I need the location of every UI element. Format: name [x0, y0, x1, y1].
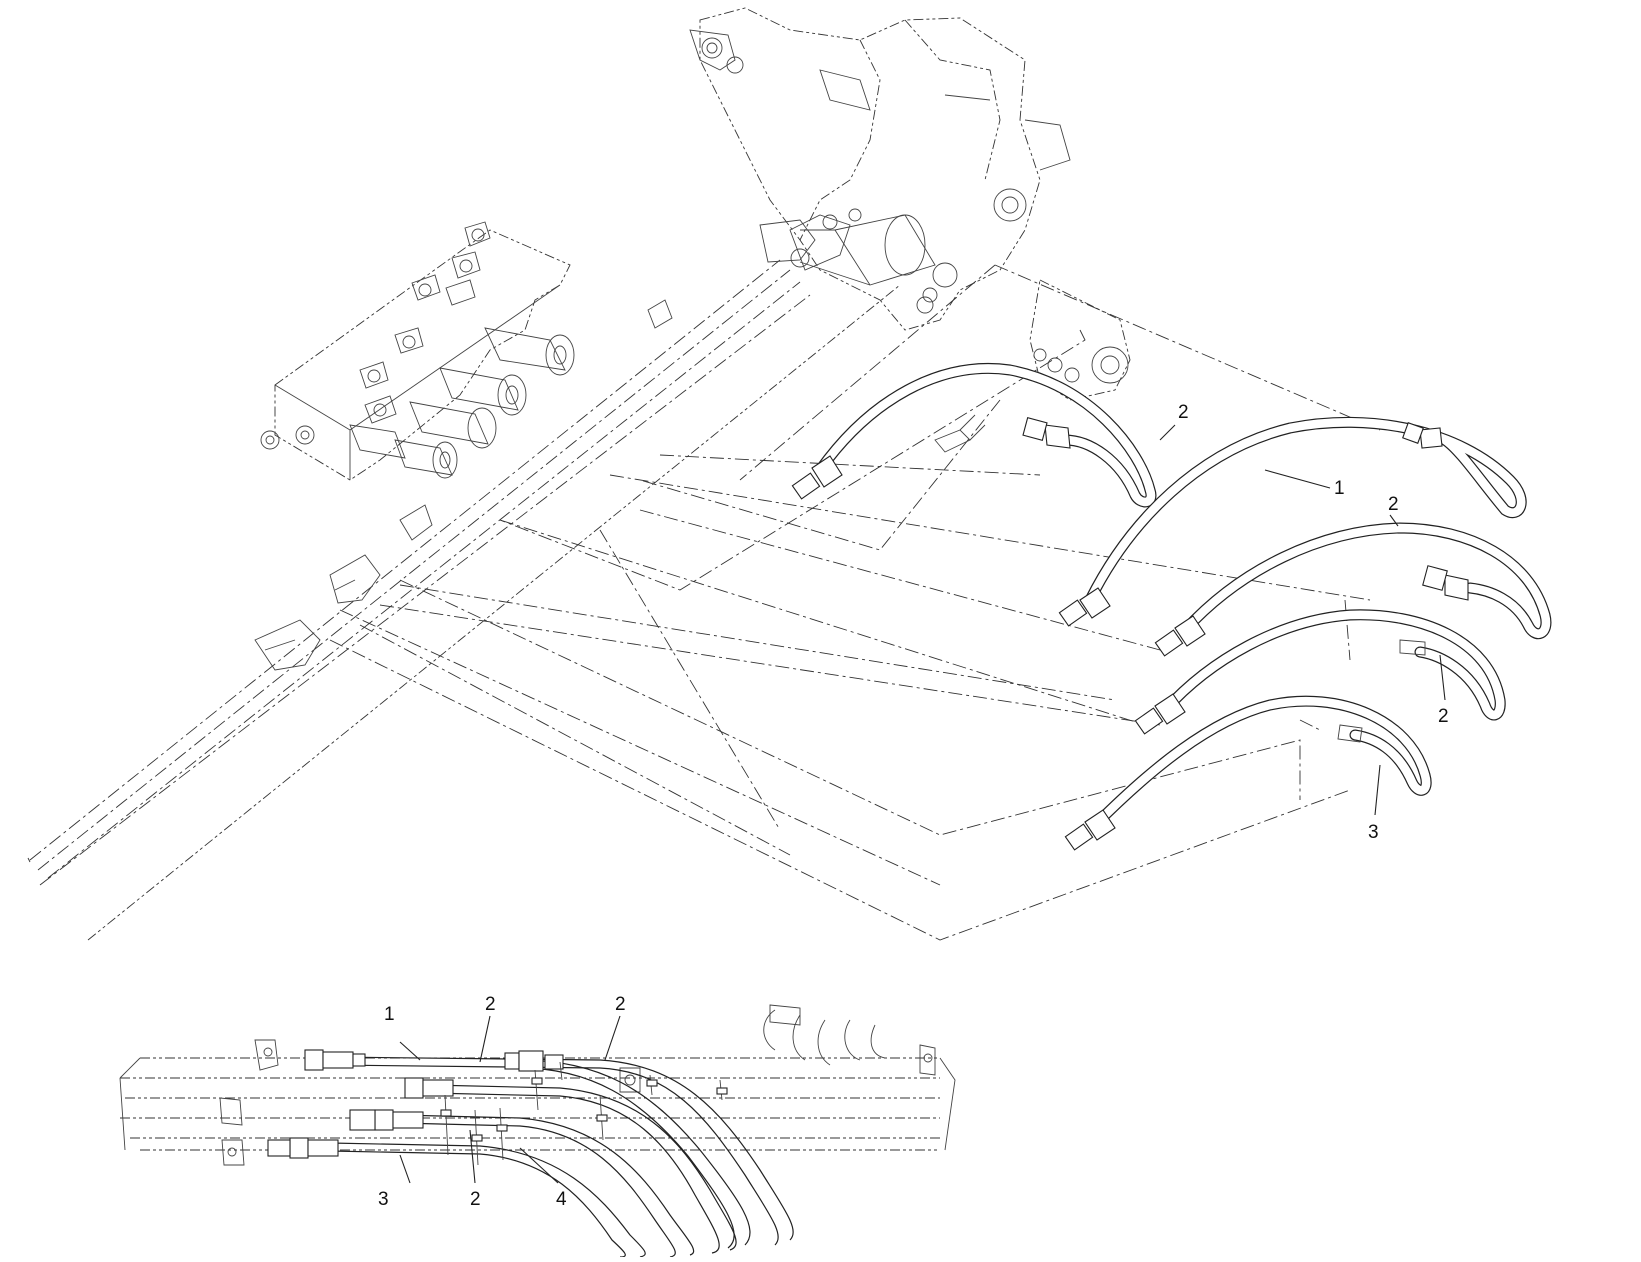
manifold-fittings [260, 221, 491, 450]
frame-chassis [689, 7, 1131, 401]
callout-label: 1 [1334, 478, 1345, 499]
callout-label: 2 [1178, 402, 1189, 423]
inset-callout-label: 2 [470, 1189, 481, 1210]
routing-lines [329, 264, 1381, 941]
inset-callout-label: 2 [485, 994, 496, 1015]
solenoid-coils [349, 327, 575, 479]
callout-label: 2 [1438, 706, 1449, 727]
callout-label: 2 [1388, 494, 1399, 515]
callouts-main: 2 1 2 2 3 [1159, 402, 1449, 843]
hose-item-1 [1058, 416, 1527, 627]
inset-callout-label: 1 [384, 1004, 395, 1025]
electrical-connector [934, 414, 986, 453]
inset-callout-label: 3 [378, 1189, 389, 1210]
callout-label: 3 [1368, 822, 1379, 843]
hose-item-3 [1064, 695, 1432, 851]
hose-assemblies [791, 363, 1552, 851]
hose-item-2-middle [1154, 522, 1552, 657]
boom-arm [27, 219, 901, 941]
hose-upper [791, 363, 1157, 508]
inset-callout-label: 4 [556, 1189, 567, 1210]
inset-callout-label: 2 [615, 994, 626, 1015]
callouts-inset: 1 2 2 3 2 4 [378, 994, 626, 1210]
hose-item-2-lower [1134, 609, 1506, 735]
inset-detail-view [119, 1004, 956, 1258]
valve-manifold [260, 221, 575, 481]
